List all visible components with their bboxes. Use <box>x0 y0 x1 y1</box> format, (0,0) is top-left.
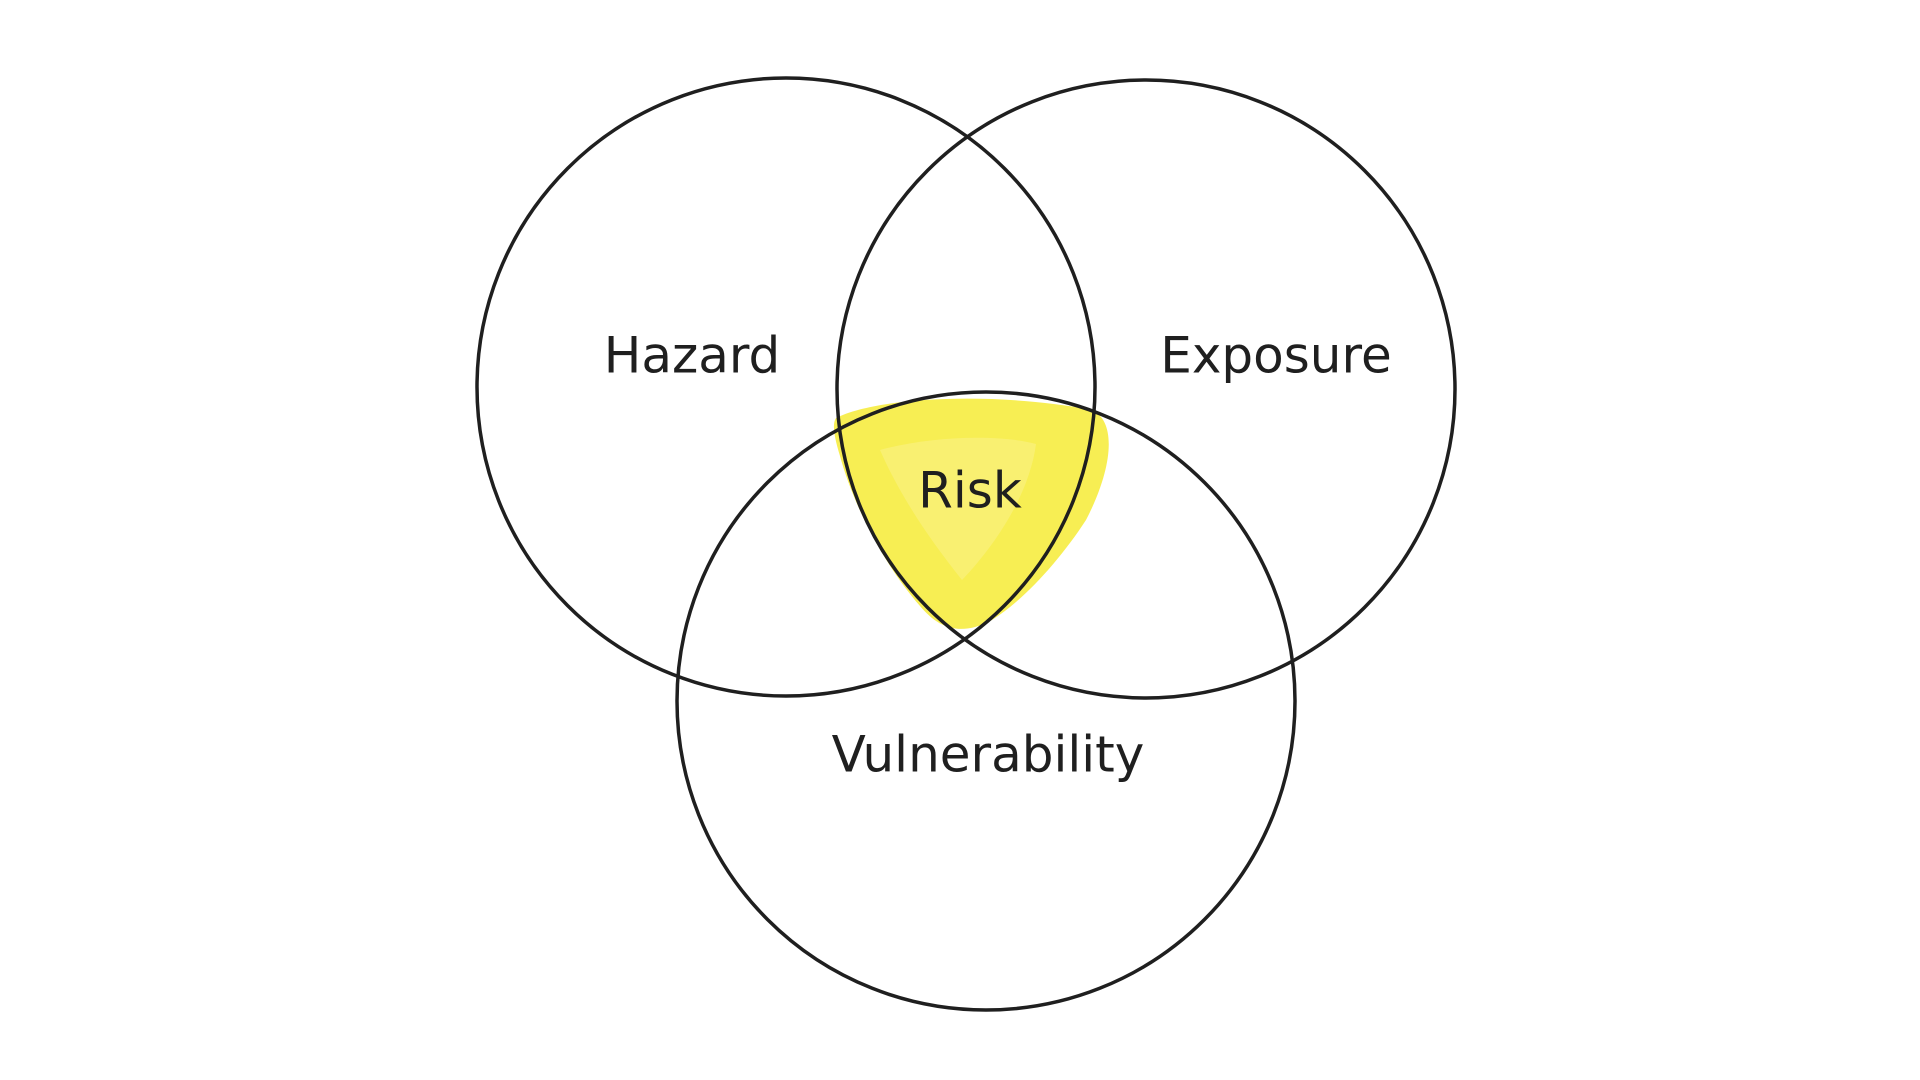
hazard-label: Hazard <box>604 327 781 385</box>
vulnerability-circle <box>675 390 1297 1012</box>
exposure-label: Exposure <box>1160 327 1391 385</box>
vulnerability-label: Vulnerability <box>832 726 1145 784</box>
risk-label: Risk <box>918 462 1022 520</box>
risk-highlight <box>833 398 1109 629</box>
hazard-circle <box>475 76 1097 698</box>
risk-highlight-inner <box>880 437 1036 580</box>
exposure-circle <box>835 78 1457 700</box>
